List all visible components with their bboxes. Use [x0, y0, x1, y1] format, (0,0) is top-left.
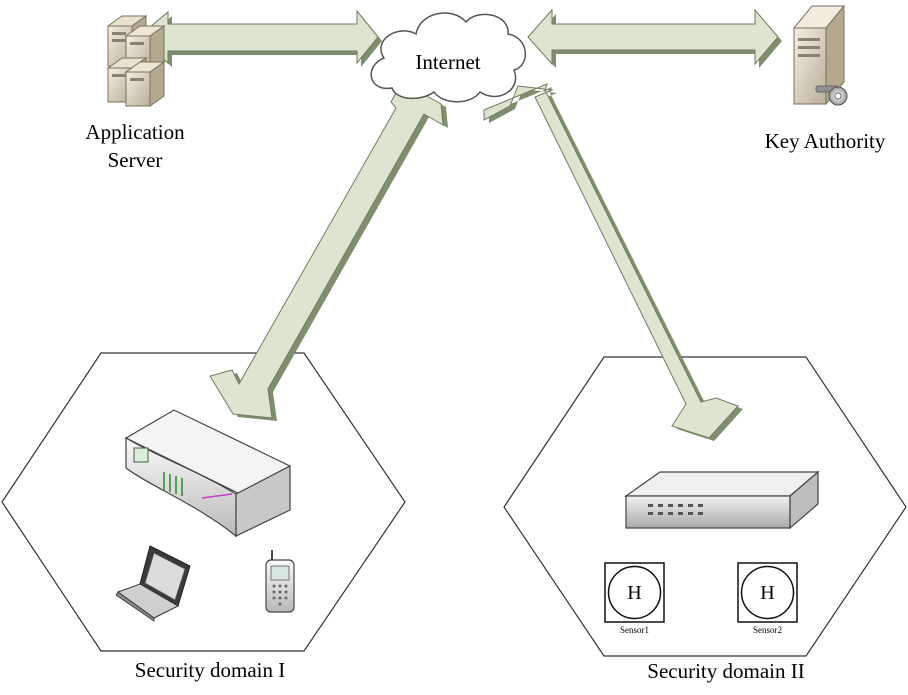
app-server-label-line2: Server — [108, 148, 163, 172]
switch-icon — [624, 470, 820, 530]
sensor-2 — [737, 562, 798, 623]
arrow-appserver-internet — [137, 9, 382, 67]
app-server-label-line1: Application — [85, 120, 185, 144]
internet-label: Internet — [415, 50, 480, 74]
sensor-1 — [604, 562, 665, 623]
phone-icon — [265, 550, 295, 613]
server-stack-icon — [106, 15, 166, 107]
security-domain-1-label: Security domain I — [135, 658, 285, 682]
key-authority-label: Key Authority — [765, 129, 886, 153]
security-domain-1-hexagon — [1, 352, 406, 652]
security-domain-2-hexagon — [503, 356, 907, 657]
arrow-internet-domain1 — [209, 81, 448, 421]
laptop-icon — [115, 545, 191, 622]
arrow-internet-domain2 — [483, 83, 743, 441]
sensor-2-caption: Sensor2 — [753, 625, 782, 635]
router-icon — [124, 409, 292, 538]
arrow-internet-keyauthority — [527, 8, 782, 68]
sensor-1-mark: H — [627, 582, 641, 604]
sensor-2-mark: H — [760, 582, 774, 604]
security-domain-2-label: Security domain II — [647, 659, 804, 683]
key-server-icon — [792, 4, 848, 106]
cloud-icon — [370, 12, 527, 103]
sensor-1-caption: Sensor1 — [620, 625, 649, 635]
